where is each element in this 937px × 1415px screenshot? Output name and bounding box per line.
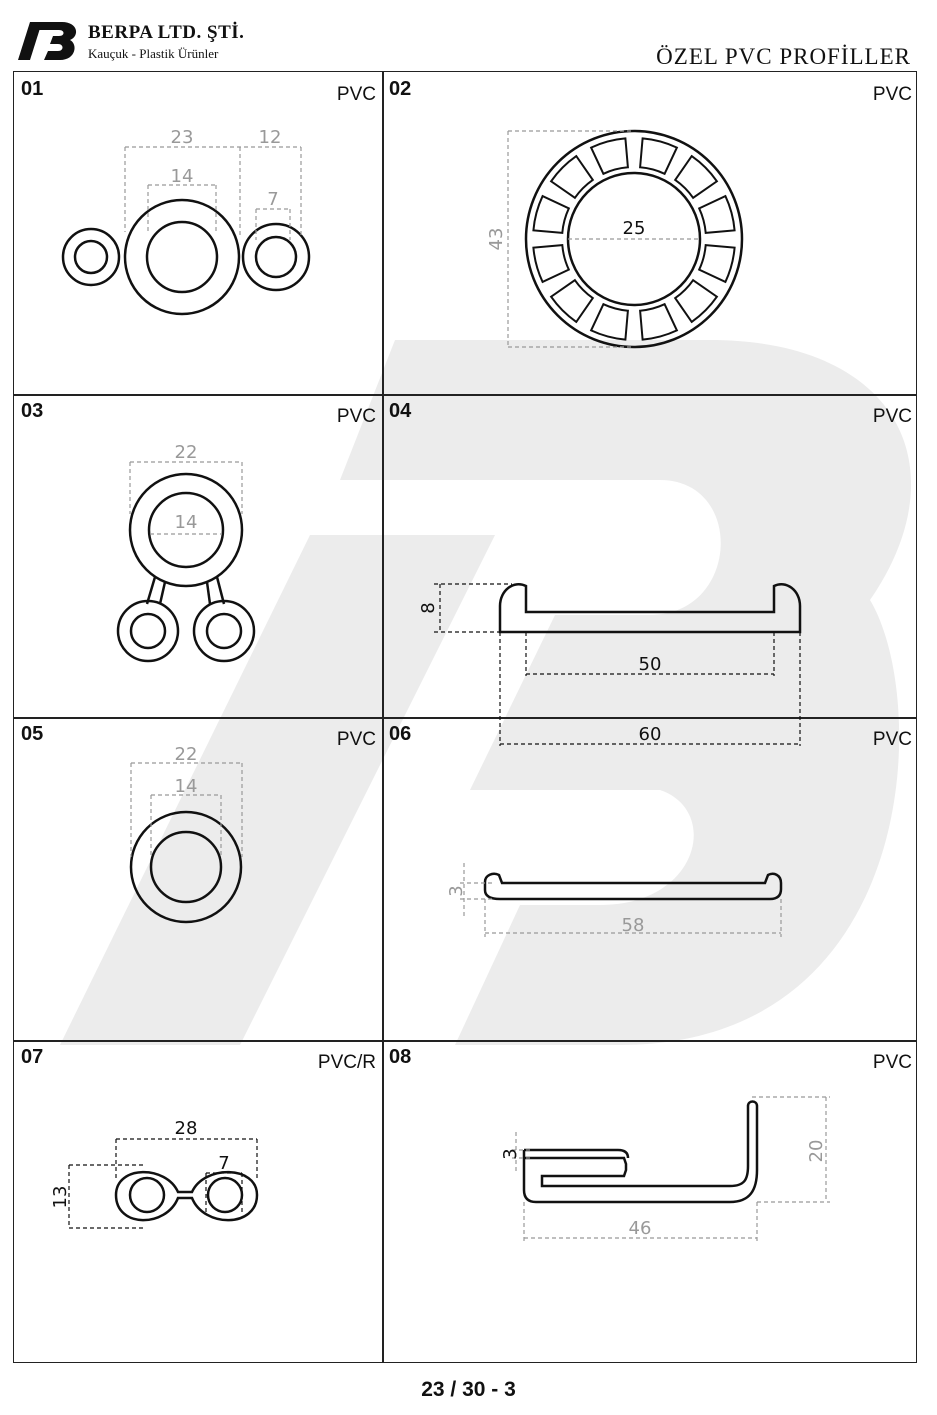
profile-drawing-06: 3 58 [446,863,783,937]
profile-number: 08 [389,1046,412,1068]
ring-slot [589,302,629,341]
ring-slot [589,137,629,176]
profile-cell-03: 03 PVC 22 14 [14,394,382,717]
profile-cell-05: 05 PVC 22 14 [14,717,382,1040]
profile-material: PVC [872,84,912,105]
profile-cell-04: 04 PVC 8 50 60 [382,394,918,746]
dimension-label: 3 [446,885,467,896]
dimension-label: 12 [259,127,282,148]
page-title: ÖZEL PVC PROFİLLER [656,44,911,69]
ring-slot [532,194,571,234]
profile-drawing-02: 43 25 [486,129,744,349]
profile-drawing-01: 23 12 14 7 [61,127,311,316]
profile-drawing-08: 3 20 46 [500,1096,830,1242]
profile-drawing-03: 22 14 [116,442,256,663]
grid-divider-row-2 [14,717,916,719]
dimension-label: 7 [267,189,278,210]
ring-slot [673,278,719,324]
profile-drawing-04: 8 50 60 [418,583,802,746]
profile-drawing-07: 28 7 13 [50,1118,259,1229]
dimension-label: 60 [639,724,662,745]
ring-slot [673,154,719,200]
profile-grid: 01 PVC 23 12 14 7 02 PVC [13,71,917,1363]
profile-material: PVC [336,406,376,427]
dimension-label: 20 [806,1140,827,1163]
dimension-label: 14 [175,512,198,533]
dimension-label: 43 [486,228,507,251]
dimension-label: 22 [175,744,198,765]
dimension-label: 13 [50,1186,71,1209]
profile-cell-06: 06 PVC 3 58 [382,717,918,1040]
dimension-label: 28 [175,1118,198,1139]
dimension-label: 46 [629,1218,652,1239]
dimension-label: 23 [171,127,194,148]
profile-material: PVC [336,729,376,750]
profile-drawing-05: 22 14 [129,744,243,924]
berpa-logo-icon [18,22,77,60]
ring-slot [639,302,679,341]
grid-divider-row-3 [14,1040,916,1042]
dimension-label: 22 [175,442,198,463]
profile-material: PVC [872,729,912,750]
profile-material: PVC [336,84,376,105]
ring-slot [549,278,595,324]
profile-number: 01 [21,78,44,100]
profile-number: 04 [389,400,412,422]
profile-cell-01: 01 PVC 23 12 14 7 [14,72,382,394]
profile-number: 06 [389,723,412,745]
profile-number: 02 [389,78,412,100]
profile-number: 07 [21,1046,44,1068]
profile-material: PVC [872,1052,912,1073]
dimension-label: 3 [500,1148,521,1159]
ring-slot [639,137,679,176]
dimension-label: 50 [639,654,662,675]
profile-number: 03 [21,400,44,422]
dimension-label: 7 [218,1153,229,1174]
profile-cell-08: 08 PVC 3 20 46 [382,1040,918,1364]
profile-cell-07: 07 PVC/R 28 7 13 [14,1040,382,1364]
grid-divider-row-1 [14,394,916,396]
company-name: BERPA LTD. ŞTİ. [88,22,245,43]
profile-number: 05 [21,723,44,745]
dimension-label: 58 [622,915,645,936]
dimension-label: 25 [623,218,646,239]
profile-material: PVC [872,406,912,427]
ring-slot [697,244,736,284]
dimension-label: 14 [175,776,198,797]
ring-slot [549,154,595,200]
dimension-label: 8 [418,602,439,613]
page-header: BERPA LTD. ŞTİ. Kauçuk - Plastik Ürünler… [0,0,937,72]
profile-cell-02: 02 PVC 43 25 [382,72,918,394]
ring-slot [697,194,736,234]
page-number: 23 / 30 - 3 [421,1378,516,1401]
ring-slot [532,244,571,284]
dimension-label: 14 [171,166,194,187]
company-tagline: Kauçuk - Plastik Ürünler [88,46,219,61]
profile-material: PVC/R [317,1052,376,1073]
